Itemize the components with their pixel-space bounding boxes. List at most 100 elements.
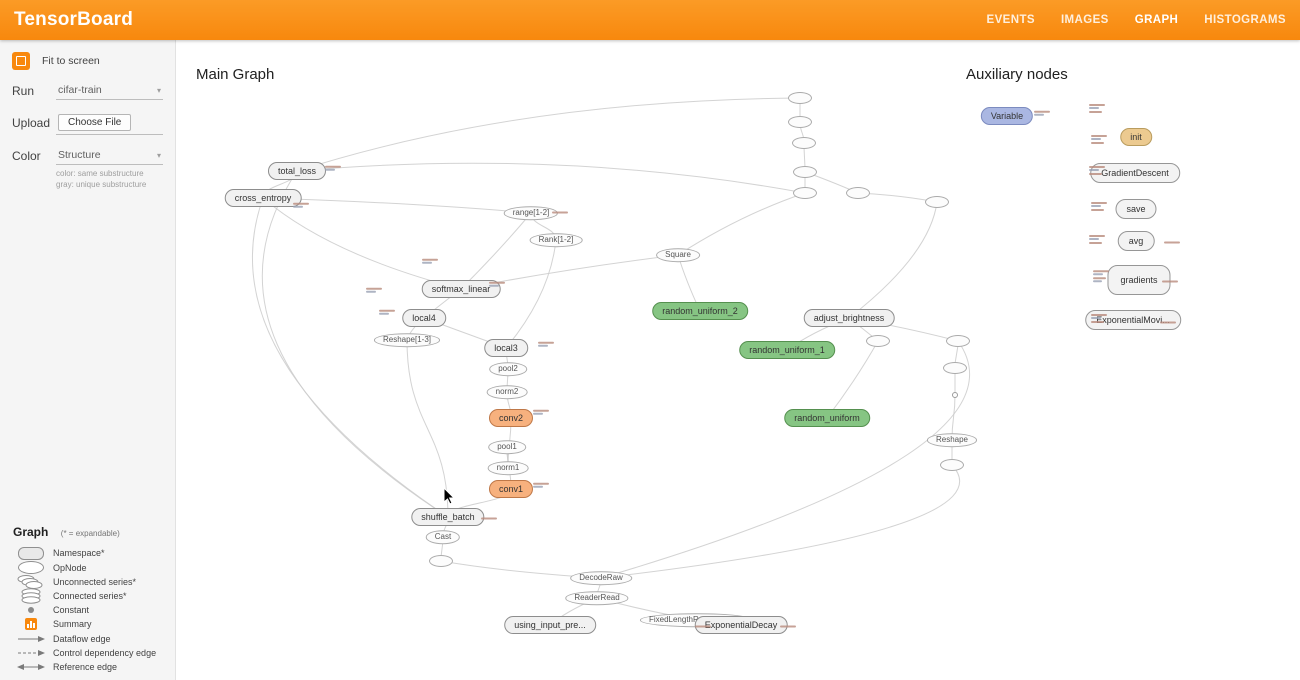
- graph-node-ut1[interactable]: [788, 92, 812, 104]
- node-annotation-cluster: [422, 257, 438, 266]
- graph-node-gradients[interactable]: gradients: [1107, 265, 1171, 295]
- graph-node-random-uniform-1[interactable]: random_uniform_1: [739, 341, 835, 359]
- graph-node-variable[interactable]: Variable: [980, 107, 1034, 125]
- graph-node-exponentialdecay[interactable]: ExponentialDecay: [694, 616, 788, 634]
- graph-node-reshape[interactable]: Reshape: [926, 433, 978, 447]
- legend-item-opnode: OpNode: [13, 561, 171, 575]
- graph-node-urc[interactable]: [946, 335, 970, 347]
- graph-node-pool2[interactable]: pool2: [489, 362, 527, 376]
- chevron-down-icon: ▾: [156, 150, 161, 160]
- node-annotation-cluster: [1164, 240, 1180, 245]
- unconnected-series-icon: [13, 574, 49, 590]
- graph-node-random-uniform-2[interactable]: random_uniform_2: [652, 302, 748, 320]
- graph-node-avg[interactable]: avg: [1117, 231, 1155, 251]
- node-annotation-cluster: [325, 164, 341, 173]
- tab-events[interactable]: EVENTS: [986, 14, 1035, 26]
- graph-node-random-uniform[interactable]: random_uniform: [784, 409, 870, 427]
- node-annotation-cluster: [379, 308, 395, 317]
- graph-node-ut7[interactable]: [925, 196, 949, 208]
- sidebar: Fit to screen Run cifar-train ▾ Upload C…: [0, 40, 176, 680]
- node-annotation-cluster: [366, 286, 382, 295]
- graph-node-ut2[interactable]: [788, 116, 812, 128]
- graph-node-uflip[interactable]: [866, 335, 890, 347]
- color-hint-1: color: same substructure: [56, 169, 144, 178]
- legend-item-constant: Constant: [13, 603, 171, 617]
- main-graph-title: Main Graph: [196, 66, 275, 83]
- graph-node-ut5[interactable]: [793, 187, 817, 199]
- graph-node-norm2[interactable]: norm2: [486, 385, 528, 399]
- main-nav: EVENTS IMAGES GRAPH HISTOGRAMS: [987, 14, 1286, 26]
- graph-node-usl[interactable]: [940, 459, 964, 471]
- legend-item-summary: Summary: [13, 617, 171, 631]
- legend-subtitle: (* = expandable): [60, 529, 120, 539]
- graph-node-save[interactable]: save: [1115, 199, 1157, 219]
- tab-images[interactable]: IMAGES: [1060, 14, 1109, 26]
- run-select[interactable]: cifar-train ▾: [56, 81, 163, 100]
- run-label: Run: [12, 83, 35, 98]
- graph-node-total-loss[interactable]: total_loss: [267, 162, 327, 180]
- graph-node-readerread[interactable]: ReaderRead: [565, 591, 629, 605]
- graph-node-init[interactable]: init: [1120, 128, 1152, 146]
- graph-node-conv2[interactable]: conv2: [488, 409, 534, 427]
- app-title: TensorBoard: [14, 9, 134, 30]
- graph-node-using-input-pre[interactable]: using_input_pre...: [504, 616, 596, 634]
- node-annotation-cluster: [1034, 109, 1050, 118]
- color-select[interactable]: Structure ▾: [56, 146, 163, 165]
- dataflow-edge-icon: [13, 634, 49, 644]
- graph-node-ut4[interactable]: [793, 166, 817, 178]
- graph-node-decoderaw[interactable]: DecodeRaw: [570, 571, 632, 585]
- upload-control: Choose File: [56, 111, 163, 135]
- graph-node-local4[interactable]: local4: [402, 309, 446, 327]
- graph-node-ut6[interactable]: [846, 187, 870, 199]
- legend-item-reference-edge: Reference edge: [13, 660, 171, 674]
- graph-node-shuffle-batch[interactable]: shuffle_batch: [411, 508, 485, 526]
- constant-icon: [13, 607, 49, 614]
- graph-node-rank-1-2[interactable]: Rank[1-2]: [529, 233, 583, 247]
- node-annotation-cluster: [1091, 133, 1107, 145]
- graph-node-reshape-1-3[interactable]: Reshape[1-3]: [373, 333, 441, 347]
- graph-node-cast[interactable]: Cast: [425, 530, 461, 544]
- node-annotation-cluster: [533, 481, 549, 490]
- graph-node-local3[interactable]: local3: [484, 339, 528, 357]
- graph-node-ub1[interactable]: [429, 555, 453, 567]
- node-annotation-cluster: [1091, 200, 1107, 212]
- namespace-icon: [13, 546, 49, 560]
- fit-to-screen-icon[interactable]: [12, 52, 30, 70]
- node-annotation-cluster: [538, 340, 554, 349]
- color-hint-2: gray: unique substructure: [56, 179, 147, 189]
- graph-node-cross-entropy[interactable]: cross_entropy: [224, 189, 302, 207]
- color-hints: color: same substructure gray: unique su…: [56, 169, 163, 191]
- graph-node-pool1[interactable]: pool1: [488, 440, 526, 454]
- control-edge-icon: [13, 648, 49, 658]
- graph-node-uc1[interactable]: [943, 362, 967, 374]
- graph-node-norm1[interactable]: norm1: [487, 461, 529, 475]
- graph-node-gradientdescent[interactable]: GradientDescent: [1090, 163, 1180, 183]
- graph-node-conv1[interactable]: conv1: [488, 480, 534, 498]
- graph-node-softmax-linear[interactable]: softmax_linear: [421, 280, 501, 298]
- top-bar: TensorBoard EVENTS IMAGES GRAPH HISTOGRA…: [0, 0, 1300, 40]
- graph-node-adjust-brightness[interactable]: adjust_brightness: [803, 309, 895, 327]
- graph-node-udot[interactable]: [952, 392, 958, 398]
- node-annotation-cluster: [1089, 233, 1105, 245]
- fit-to-screen-label: Fit to screen: [42, 55, 100, 67]
- legend-item-dataflow-edge: Dataflow edge: [13, 631, 171, 645]
- upload-label: Upload: [12, 116, 51, 130]
- auxiliary-nodes-title: Auxiliary nodes: [966, 66, 1068, 83]
- chevron-down-icon: ▾: [156, 85, 161, 95]
- graph-node-ut3[interactable]: [792, 137, 816, 149]
- graph-node-range-1-2[interactable]: range[1-2]: [503, 206, 559, 220]
- color-select-value: Structure: [58, 149, 101, 161]
- legend-title: Graph: [13, 525, 49, 540]
- tab-graph[interactable]: GRAPH: [1134, 14, 1179, 26]
- reference-edge-icon: [13, 662, 49, 672]
- tab-histograms[interactable]: HISTOGRAMS: [1204, 14, 1286, 26]
- graph-node-square[interactable]: Square: [656, 248, 700, 262]
- run-select-value: cifar-train: [58, 84, 102, 96]
- choose-file-button[interactable]: Choose File: [58, 114, 132, 131]
- color-label: Color: [12, 148, 41, 163]
- graph-node-exponentialmovi[interactable]: ExponentialMovi...: [1085, 310, 1181, 330]
- node-annotation-cluster: [1089, 102, 1105, 114]
- legend-item-unconnected-series: Unconnected series*: [13, 574, 171, 590]
- opnode-icon: [13, 561, 49, 575]
